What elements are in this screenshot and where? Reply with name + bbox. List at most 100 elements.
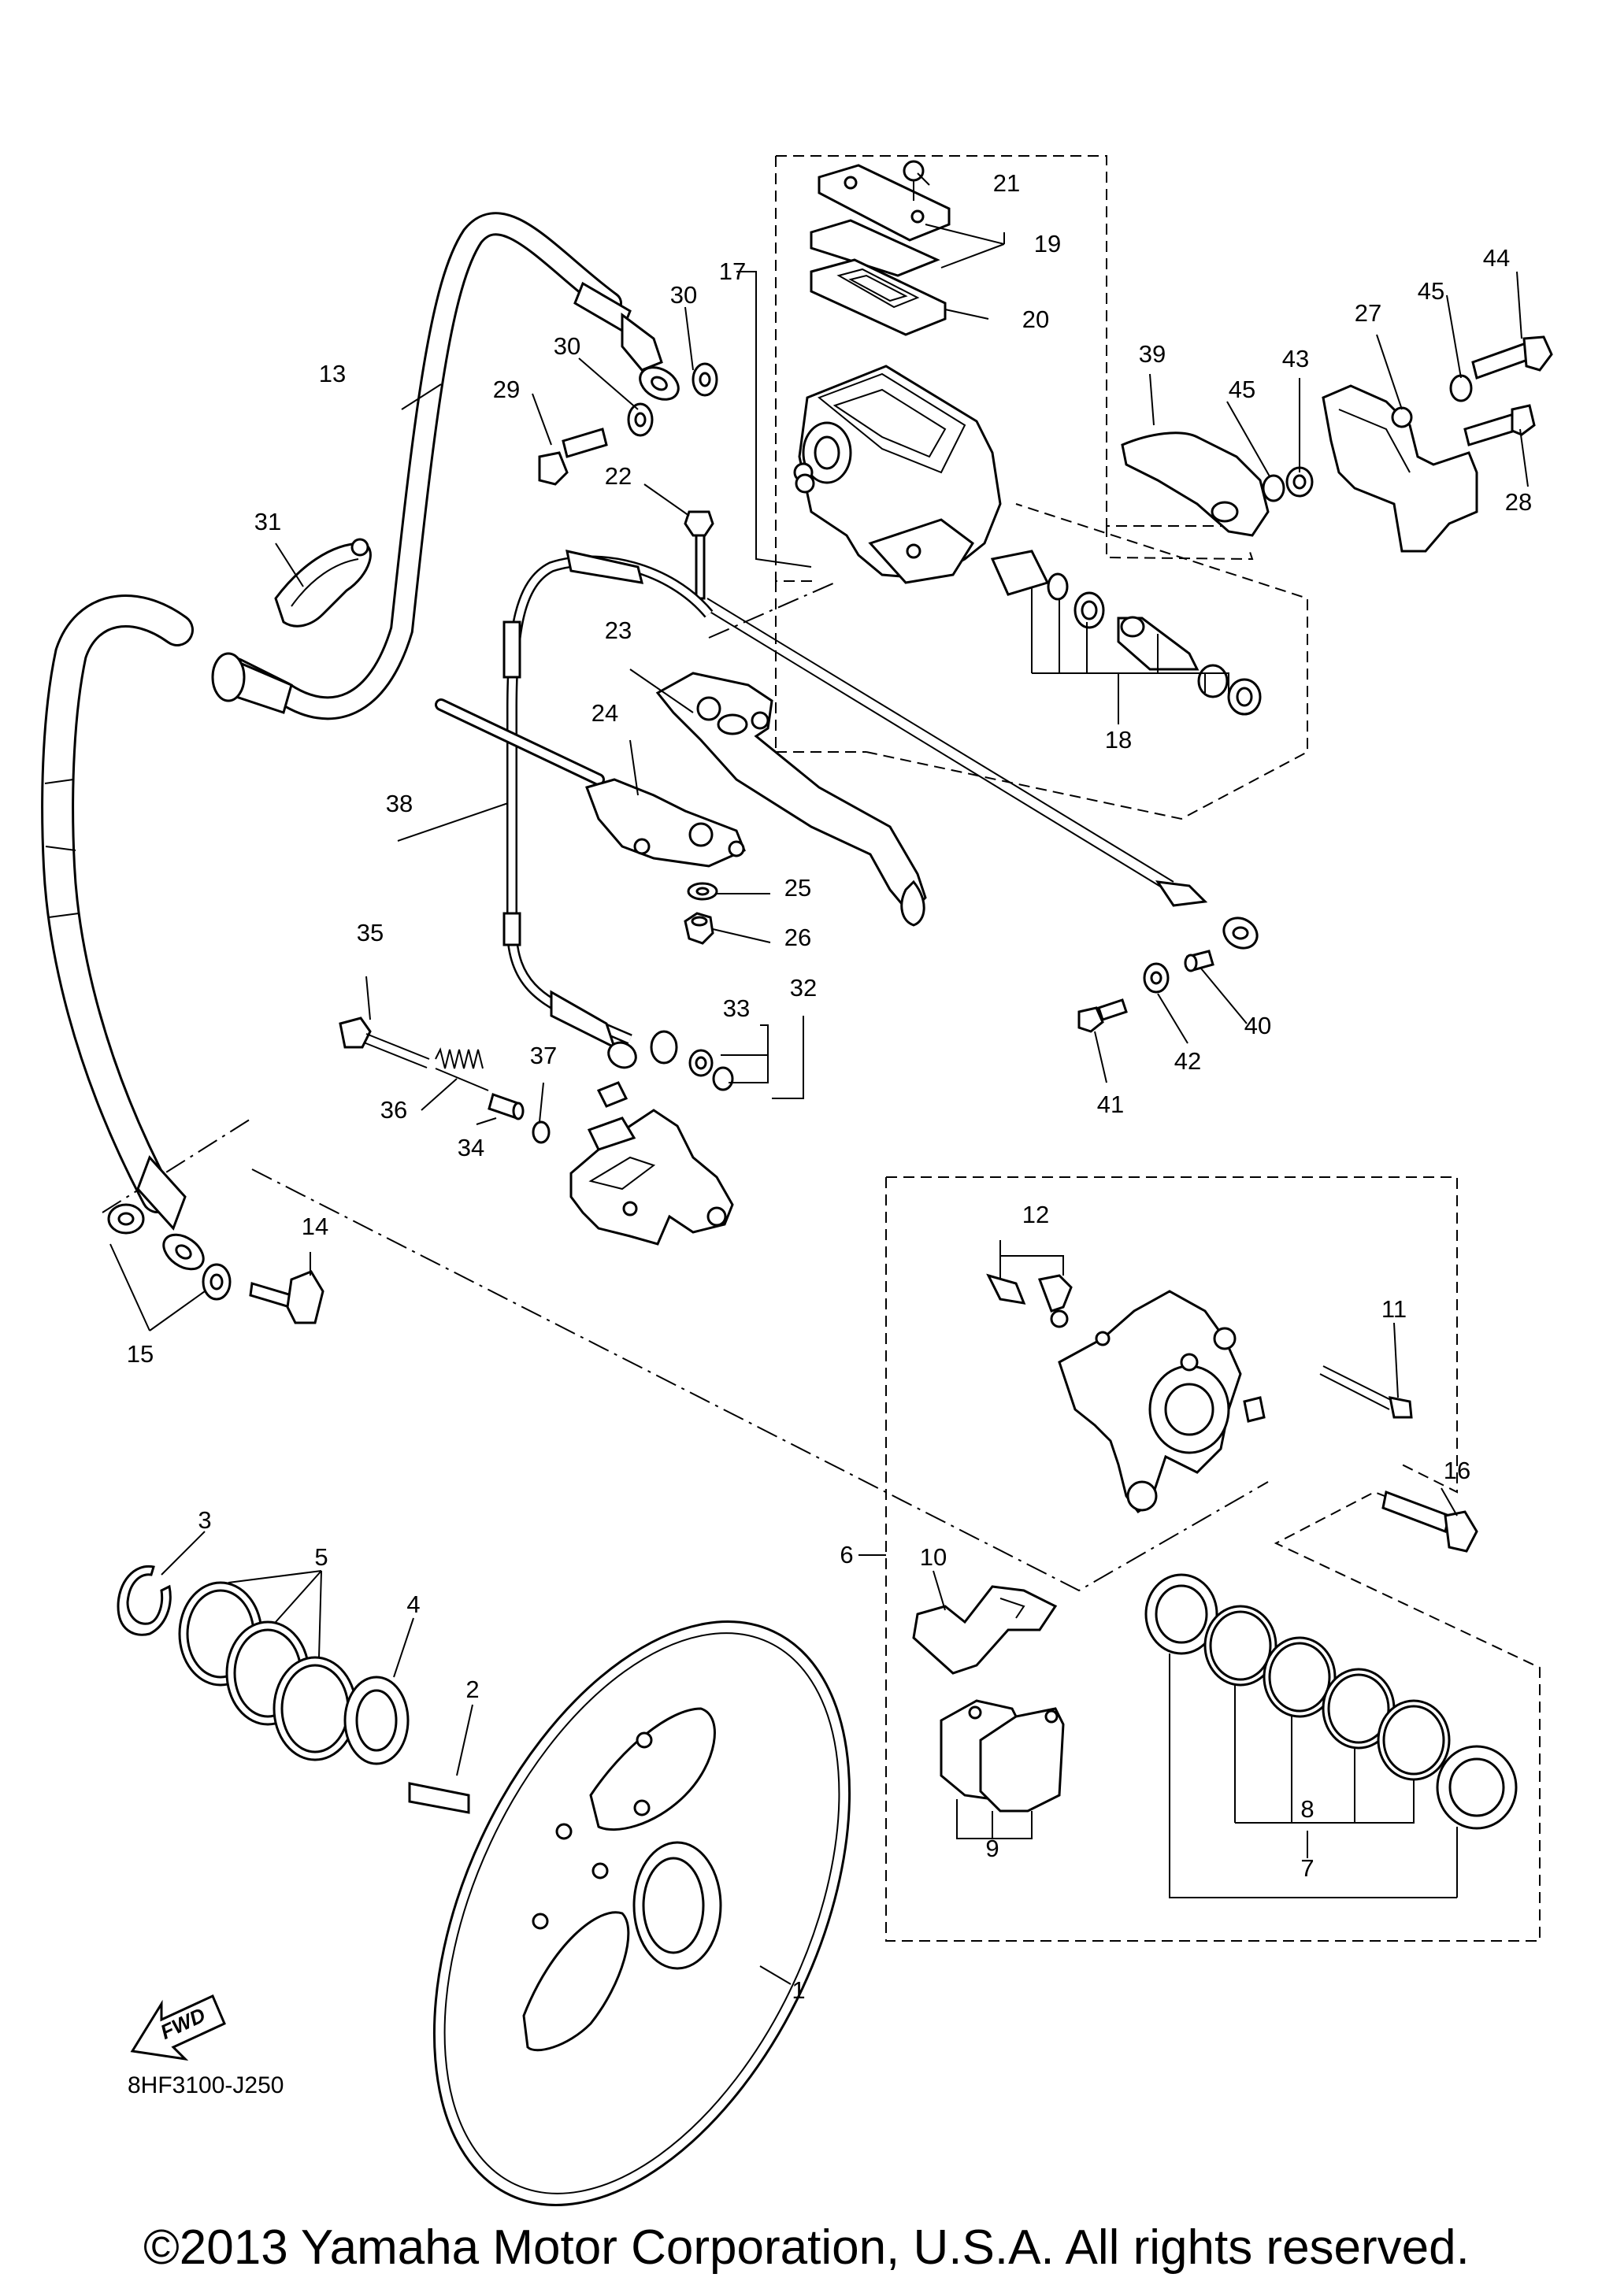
piston-kit	[990, 550, 1262, 716]
label-35: 35	[357, 919, 384, 946]
label-32: 32	[790, 974, 817, 1002]
bolt-11	[1319, 1365, 1413, 1419]
label-39: 39	[1139, 340, 1166, 368]
brake-pads-9	[940, 1699, 1065, 1813]
label-43: 43	[1282, 345, 1309, 372]
oil-seal-4	[343, 1676, 410, 1765]
bolt-44	[1471, 335, 1553, 380]
label-15: 15	[127, 1340, 154, 1368]
leader-lines	[109, 172, 1529, 1985]
label-30b: 30	[670, 281, 697, 309]
label-21: 21	[993, 169, 1020, 197]
label-25: 25	[784, 874, 811, 902]
piston-seals-8	[1203, 1605, 1451, 1781]
label-20: 20	[1022, 306, 1049, 333]
bracket-27	[1322, 384, 1478, 553]
fwd-arrow-icon: FWD	[130, 1994, 226, 2061]
label-45b: 45	[1418, 277, 1444, 305]
spring-36	[435, 1047, 489, 1091]
brake-disc	[432, 1620, 851, 2206]
cap-screw	[903, 160, 925, 201]
seals-5	[178, 1581, 358, 1761]
label-38: 38	[386, 790, 413, 817]
label-17: 17	[719, 257, 746, 285]
cap-plate	[810, 219, 940, 277]
part-labels: 1 2 3 4 5 6 7 8 9 10 11 12 13 14 15 16 1…	[127, 169, 1532, 2004]
label-26: 26	[784, 924, 811, 951]
label-22: 22	[605, 462, 632, 490]
label-37: 37	[530, 1042, 557, 1069]
label-44: 44	[1483, 244, 1510, 272]
hose-clamp	[274, 538, 372, 628]
pad-set-33	[650, 1030, 734, 1091]
label-9: 9	[985, 1835, 999, 1862]
reservoir-cap	[818, 164, 951, 242]
copper-washer-15a	[107, 1203, 145, 1235]
push-rod	[700, 598, 1259, 950]
union-bolt-14	[249, 1270, 324, 1324]
copyright-notice: ©2013 Yamaha Motor Corporation, U.S.A. A…	[143, 2220, 1470, 2275]
caliper-assembly-box	[885, 1176, 1541, 1942]
label-23: 23	[605, 617, 632, 644]
lever-bracket	[435, 698, 746, 868]
diaphragm	[810, 258, 947, 336]
label-7: 7	[1300, 1854, 1314, 1882]
label-34: 34	[458, 1134, 484, 1161]
label-2: 2	[465, 1676, 479, 1703]
label-1: 1	[792, 1976, 805, 2004]
bolt-16	[1381, 1490, 1478, 1553]
washer-30a	[627, 402, 654, 437]
label-8: 8	[1300, 1795, 1314, 1823]
nut-26	[684, 912, 714, 945]
brake-hose	[41, 212, 680, 1271]
label-30a: 30	[554, 332, 580, 360]
washer-45b	[1449, 374, 1473, 402]
washer-37	[532, 1120, 551, 1144]
label-29: 29	[493, 376, 520, 403]
washer-25	[687, 882, 718, 901]
label-16: 16	[1444, 1457, 1470, 1484]
label-13: 13	[319, 360, 346, 387]
parking-caliper	[569, 1081, 734, 1246]
pedal-assembly-box	[1106, 526, 1254, 561]
label-27: 27	[1355, 299, 1381, 327]
reference-line-main	[251, 1168, 1269, 1592]
label-5: 5	[314, 1543, 328, 1571]
label-10: 10	[920, 1543, 947, 1571]
main-caliper	[1058, 1290, 1266, 1514]
pad-spring-10	[912, 1585, 1058, 1675]
label-28: 28	[1505, 488, 1532, 516]
bleeder-12	[986, 1273, 1073, 1328]
label-19: 19	[1034, 230, 1061, 257]
label-31: 31	[254, 508, 281, 535]
bolt-28	[1463, 404, 1536, 446]
circlip-3	[117, 1565, 172, 1636]
label-12: 12	[1022, 1201, 1049, 1228]
label-6: 6	[840, 1541, 853, 1568]
caliper-pistons-7	[1144, 1573, 1518, 1830]
copper-washer-15b	[202, 1263, 232, 1301]
pedal-39	[1121, 431, 1270, 537]
label-4: 4	[406, 1591, 420, 1618]
label-11: 11	[1381, 1295, 1407, 1323]
label-24: 24	[591, 699, 618, 727]
reference-line-master	[708, 582, 836, 639]
brake-lever	[655, 672, 927, 927]
label-41: 41	[1097, 1091, 1124, 1118]
bolt-41	[1077, 998, 1128, 1033]
bolt-29	[538, 428, 608, 486]
clutch-cable	[502, 550, 714, 1069]
key-2	[408, 1782, 470, 1814]
reference-line-secondary	[102, 1117, 253, 1213]
label-45a: 45	[1229, 376, 1255, 403]
washer-42	[1143, 962, 1170, 994]
label-33: 33	[723, 994, 750, 1022]
label-36: 36	[380, 1096, 407, 1124]
diagram-code: 8HF3100-J250	[128, 2072, 284, 2098]
label-42: 42	[1174, 1047, 1201, 1075]
bolt-22	[684, 510, 714, 600]
label-18: 18	[1105, 726, 1132, 754]
washer-30b	[692, 362, 718, 397]
pin-40	[1184, 950, 1214, 972]
